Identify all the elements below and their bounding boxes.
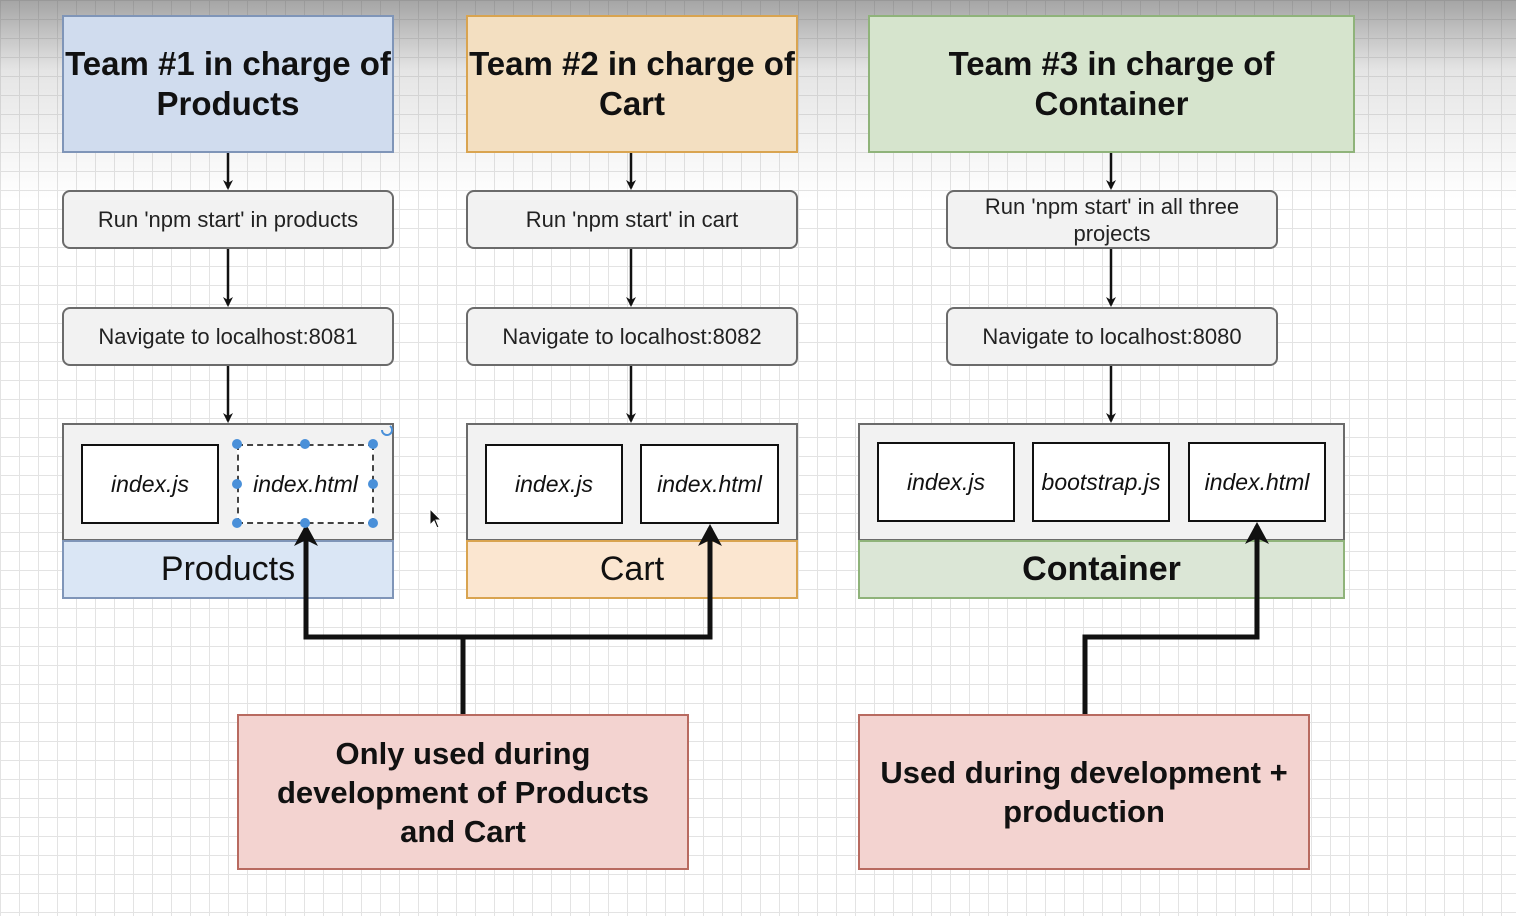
products-nav-step[interactable]: Navigate to localhost:8081 — [62, 307, 394, 366]
container-index-js[interactable]: index.js — [877, 442, 1015, 522]
container-run-step[interactable]: Run 'npm start' in all three projects — [946, 190, 1278, 249]
selection-handle-ml[interactable] — [232, 479, 242, 489]
container-label: Container — [858, 540, 1345, 599]
team-3-box[interactable]: Team #3 in charge of Container — [868, 15, 1355, 153]
products-label: Products — [62, 540, 394, 599]
team-1-box[interactable]: Team #1 in charge of Products — [62, 15, 394, 153]
products-index-html[interactable]: index.html — [237, 444, 374, 524]
dev-prod-note[interactable]: Used during development + production — [858, 714, 1310, 870]
cart-nav-step[interactable]: Navigate to localhost:8082 — [466, 307, 798, 366]
team-2-box[interactable]: Team #2 in charge of Cart — [466, 15, 798, 153]
selection-handle-tr[interactable] — [368, 439, 378, 449]
cart-index-js[interactable]: index.js — [485, 444, 623, 524]
selection-handle-bl[interactable] — [232, 518, 242, 528]
products-run-step[interactable]: Run 'npm start' in products — [62, 190, 394, 249]
products-index-js[interactable]: index.js — [81, 444, 219, 524]
selection-handle-mr[interactable] — [368, 479, 378, 489]
cart-run-step[interactable]: Run 'npm start' in cart — [466, 190, 798, 249]
container-bootstrap-js[interactable]: bootstrap.js — [1032, 442, 1170, 522]
container-nav-step[interactable]: Navigate to localhost:8080 — [946, 307, 1278, 366]
mouse-cursor-icon — [429, 508, 443, 529]
cart-index-html[interactable]: index.html — [640, 444, 779, 524]
selection-handle-tl[interactable] — [232, 439, 242, 449]
selection-handle-tm[interactable] — [300, 439, 310, 449]
selection-handle-bm[interactable] — [300, 518, 310, 528]
container-index-html[interactable]: index.html — [1188, 442, 1326, 522]
dev-only-note[interactable]: Only used during development of Products… — [237, 714, 689, 870]
selection-handle-br[interactable] — [368, 518, 378, 528]
cart-label: Cart — [466, 540, 798, 599]
